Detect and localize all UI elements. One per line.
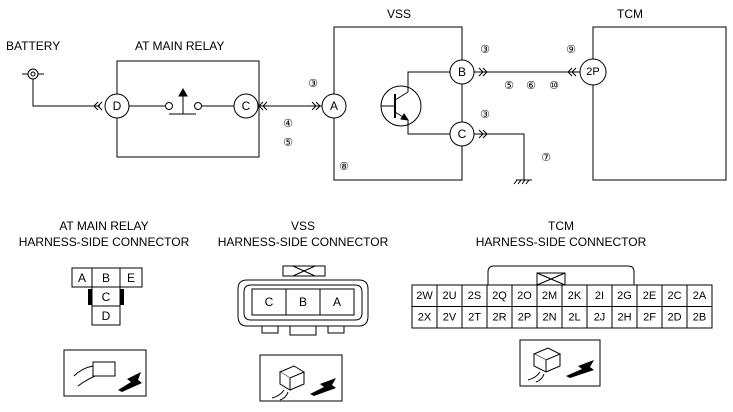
circled-number-7: ⑦	[541, 152, 551, 164]
circled-number-10: ⑩	[549, 80, 559, 92]
circled-number-6: ⑥	[526, 80, 536, 92]
tcm-connector-grid: 2W 2U 2S 2Q 2O 2M 2K 2I 2G 2E 2C 2A 2X 2V 2T 2R 2P 2N 2L 2J…	[411, 284, 713, 329]
wire-arrow-c	[258, 101, 268, 111]
tcm-connector-title: TCM	[548, 219, 574, 233]
circled-number-3: ③	[308, 78, 318, 90]
tcm-conn-cell: 2S	[468, 290, 481, 302]
ground-icon	[513, 179, 532, 185]
vss-pin-a	[321, 93, 347, 119]
tcm-conn-cell: 2P	[518, 311, 531, 323]
relay-pin-d-label: D	[113, 99, 122, 113]
relay-connector-face	[71, 267, 143, 326]
relay-conn-cell: A	[78, 271, 86, 285]
battery-wire	[32, 79, 100, 107]
tcm-conn-cell: 2D	[667, 311, 681, 323]
tcm-conn-cell: 2W	[416, 290, 433, 302]
tcm-conn-cell: 2G	[617, 290, 632, 302]
tcm-conn-cell: 2N	[542, 311, 556, 323]
relay-connector-view-icon	[63, 349, 147, 397]
tcm-conn-cell: 2C	[667, 290, 681, 302]
circled-number-3c: ③	[480, 109, 490, 121]
tcm-conn-cell: 2F	[643, 311, 656, 323]
relay-conn-cell: E	[127, 271, 135, 285]
vss-connector-title: VSS	[291, 219, 315, 233]
tcm-box	[592, 26, 727, 181]
wire-arrow-d	[93, 101, 103, 111]
vss-pin-b-label: B	[458, 65, 466, 79]
tcm-conn-cell: 2K	[568, 290, 582, 302]
transistor-icon	[380, 71, 450, 135]
vss-connector-subtitle: HARNESS-SIDE CONNECTOR	[218, 235, 389, 249]
wire-arrow-b	[478, 67, 488, 77]
tcm-conn-cell: 2E	[643, 290, 656, 302]
tcm-conn-cell: 2H	[617, 311, 631, 323]
circled-number-8: ⑧	[339, 161, 349, 173]
tcm-connector-view-icon	[519, 339, 601, 387]
tcm-conn-cell: 2U	[442, 290, 456, 302]
tcm-conn-cell: 2V	[443, 311, 457, 323]
tcm-conn-cell: 2O	[517, 290, 532, 302]
wire-arrow-a	[311, 101, 321, 111]
wire-arrow-c2	[478, 129, 488, 139]
vss-connector-face	[237, 265, 369, 336]
vss-pin-c-label: C	[458, 127, 467, 141]
wire-arrow-2p	[567, 67, 577, 77]
vss-title: VSS	[387, 7, 411, 21]
battery-terminal-icon	[22, 68, 44, 80]
tcm-connector-subtitle: HARNESS-SIDE CONNECTOR	[476, 235, 647, 249]
vss-conn-cell: B	[299, 295, 307, 309]
circled-number-9: ⑨	[566, 44, 576, 56]
tcm-conn-cell: 2M	[542, 290, 557, 302]
relay-conn-cell: C	[102, 290, 111, 304]
tcm-conn-cell: 2L	[568, 311, 580, 323]
relay-connector-title: AT MAIN RELAY	[59, 219, 148, 233]
tcm-pin-2p	[579, 58, 607, 86]
ground-wire	[474, 133, 525, 180]
tcm-conn-cell: 2X	[418, 311, 432, 323]
vss-pin-a-label: A	[330, 99, 338, 113]
circled-number-5b: ⑤	[504, 80, 514, 92]
tcm-conn-cell: 2R	[492, 311, 506, 323]
vss-conn-cell: C	[265, 295, 274, 309]
relay-conn-cell: D	[102, 309, 111, 323]
relay-pin-c-label: C	[242, 99, 251, 113]
relay-conn-cell: B	[102, 271, 110, 285]
tcm-conn-cell: 2B	[693, 311, 706, 323]
tcm-conn-cell: 2I	[595, 290, 604, 302]
tcm-conn-cell: 2Q	[492, 290, 507, 302]
tcm-conn-cell: 2T	[468, 311, 481, 323]
relay-title: AT MAIN RELAY	[135, 39, 224, 53]
tcm-conn-cell: 2A	[693, 290, 707, 302]
circled-number-5: ⑤	[283, 137, 293, 149]
vss-conn-cell: A	[333, 295, 341, 309]
relay-switch-icon	[129, 87, 234, 115]
tcm-conn-cell-box	[686, 306, 713, 329]
tcm-title: TCM	[617, 7, 643, 21]
tcm-conn-cell: 2J	[594, 311, 606, 323]
relay-connector-subtitle: HARNESS-SIDE CONNECTOR	[19, 235, 190, 249]
tcm-pin-2p-label: 2P	[586, 66, 599, 78]
vss-connector-view-icon	[259, 354, 343, 402]
circled-number-3b: ③	[480, 44, 490, 56]
battery-label: BATTERY	[6, 39, 60, 53]
circled-number-4: ④	[283, 118, 293, 130]
